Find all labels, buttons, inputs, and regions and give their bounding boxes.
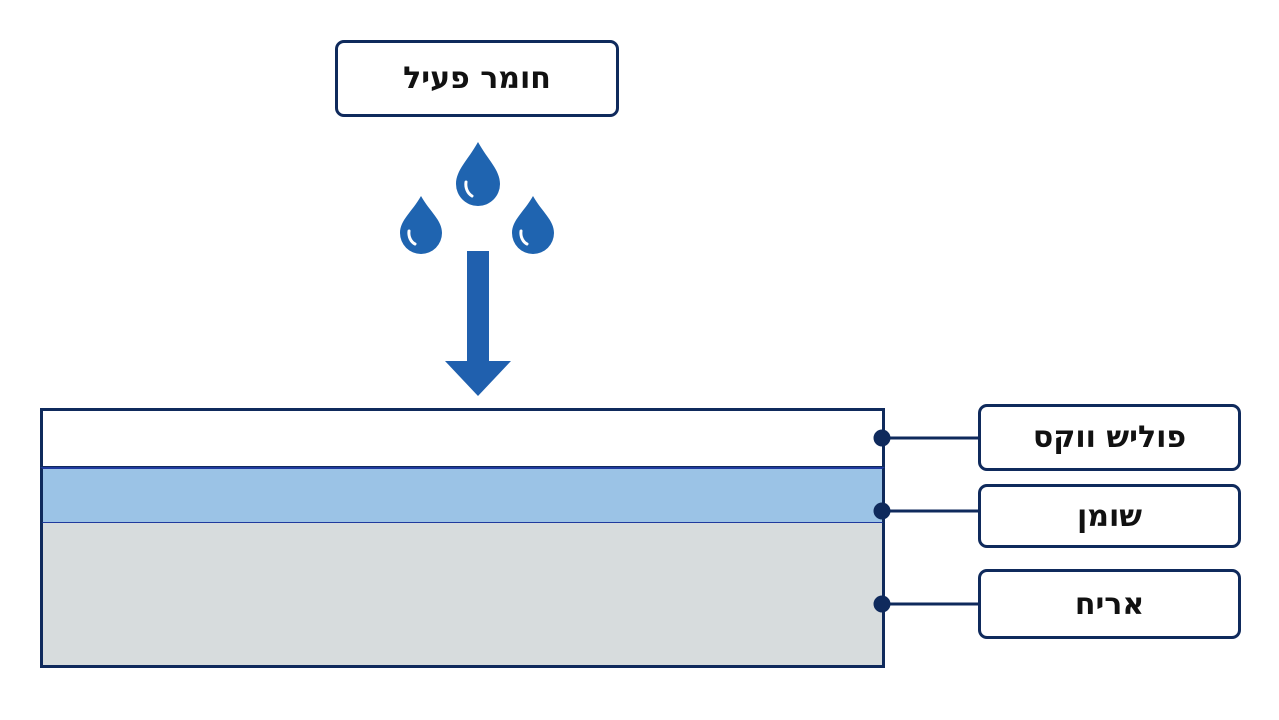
oil-connector — [873, 502, 980, 520]
water-drop-icon — [400, 196, 442, 254]
tile-text: אריח — [1074, 586, 1145, 622]
polish-wax-text: פוליש ווקס — [1032, 420, 1187, 455]
oil-text: שומן — [1076, 498, 1143, 534]
active-material-text: חומר פעיל — [403, 61, 551, 96]
active-material-label: חומר פעיל — [335, 40, 619, 117]
tile-layer — [40, 523, 885, 668]
down-arrow-icon — [445, 251, 511, 396]
tile-label: אריח — [978, 569, 1241, 639]
wax-connector — [873, 429, 980, 447]
oil-label: שומן — [978, 484, 1241, 548]
tile-connector — [873, 595, 980, 613]
water-drop-icon — [456, 142, 500, 206]
water-drop-icon — [512, 196, 554, 254]
oil-layer — [40, 467, 885, 524]
polish-wax-label: פוליש ווקס — [978, 404, 1241, 471]
